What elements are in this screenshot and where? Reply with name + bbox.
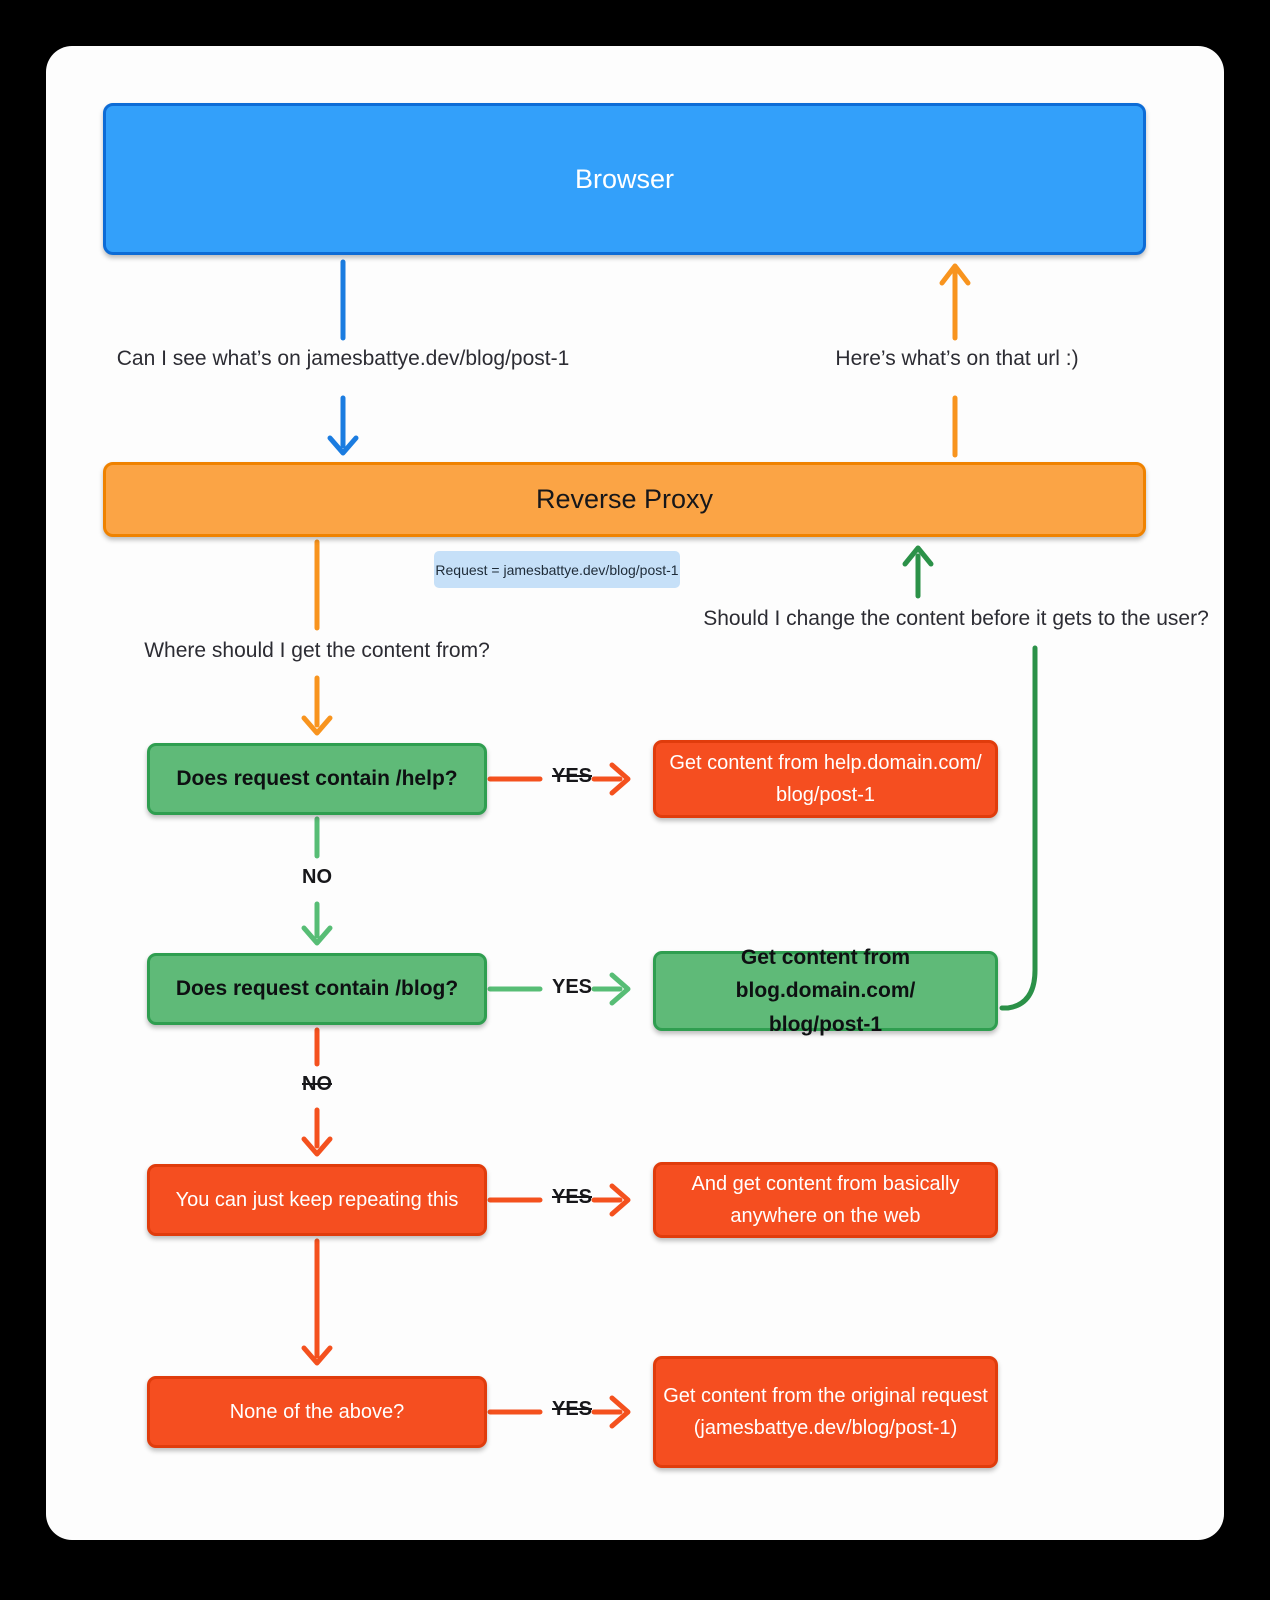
result-original-node: Get content from the original request (j… xyxy=(653,1356,998,1468)
result-help-line1: Get content from help.domain.com/ xyxy=(669,752,982,774)
edge-label-browser-to-proxy: Can I see what’s on jamesbattye.dev/blog… xyxy=(116,347,570,370)
yes-label-blog: YES xyxy=(551,976,593,998)
result-anywhere-line1: And get content from basically xyxy=(691,1173,960,1195)
result-blog-line2: blog/post-1 xyxy=(768,1012,883,1036)
result-anywhere-node: And get content from basically anywhere … xyxy=(653,1162,998,1238)
result-original-line1: Get content from the original request xyxy=(663,1385,988,1407)
yes-label-help: YES xyxy=(551,765,593,787)
no-label-1: NO xyxy=(302,866,332,888)
repeat-node: You can just keep repeating this xyxy=(147,1164,487,1236)
edge-label-proxy-to-browser: Here’s what’s on that url :) xyxy=(835,347,1079,370)
result-help-line2: blog/post-1 xyxy=(776,784,875,806)
reverse-proxy-node: Reverse Proxy xyxy=(103,462,1146,537)
result-original-line2: (jamesbattye.dev/blog/post-1) xyxy=(693,1417,958,1439)
none-of-above-node: None of the above? xyxy=(147,1376,487,1448)
result-blog-node: Get content from blog.domain.com/ blog/p… xyxy=(653,946,998,1036)
result-help-node: Get content from help.domain.com/ blog/p… xyxy=(653,740,998,818)
edge-label-change-content: Should I change the content before it ge… xyxy=(703,607,1209,630)
result-anywhere-line2: anywhere on the web xyxy=(730,1205,921,1227)
yes-label-repeat: YES xyxy=(551,1186,593,1208)
request-chip: Request = jamesbattye.dev/blog/post-1 xyxy=(434,551,680,588)
question-blog-node: Does request contain /blog? xyxy=(147,953,487,1025)
result-blog-line1: Get content from blog.domain.com/ xyxy=(735,945,916,1003)
yes-label-none: YES xyxy=(551,1398,593,1420)
no-label-2: NO xyxy=(302,1073,332,1095)
browser-node: Browser xyxy=(103,103,1146,255)
edge-label-where-content: Where should I get the content from? xyxy=(144,639,490,662)
question-help-node: Does request contain /help? xyxy=(147,743,487,815)
